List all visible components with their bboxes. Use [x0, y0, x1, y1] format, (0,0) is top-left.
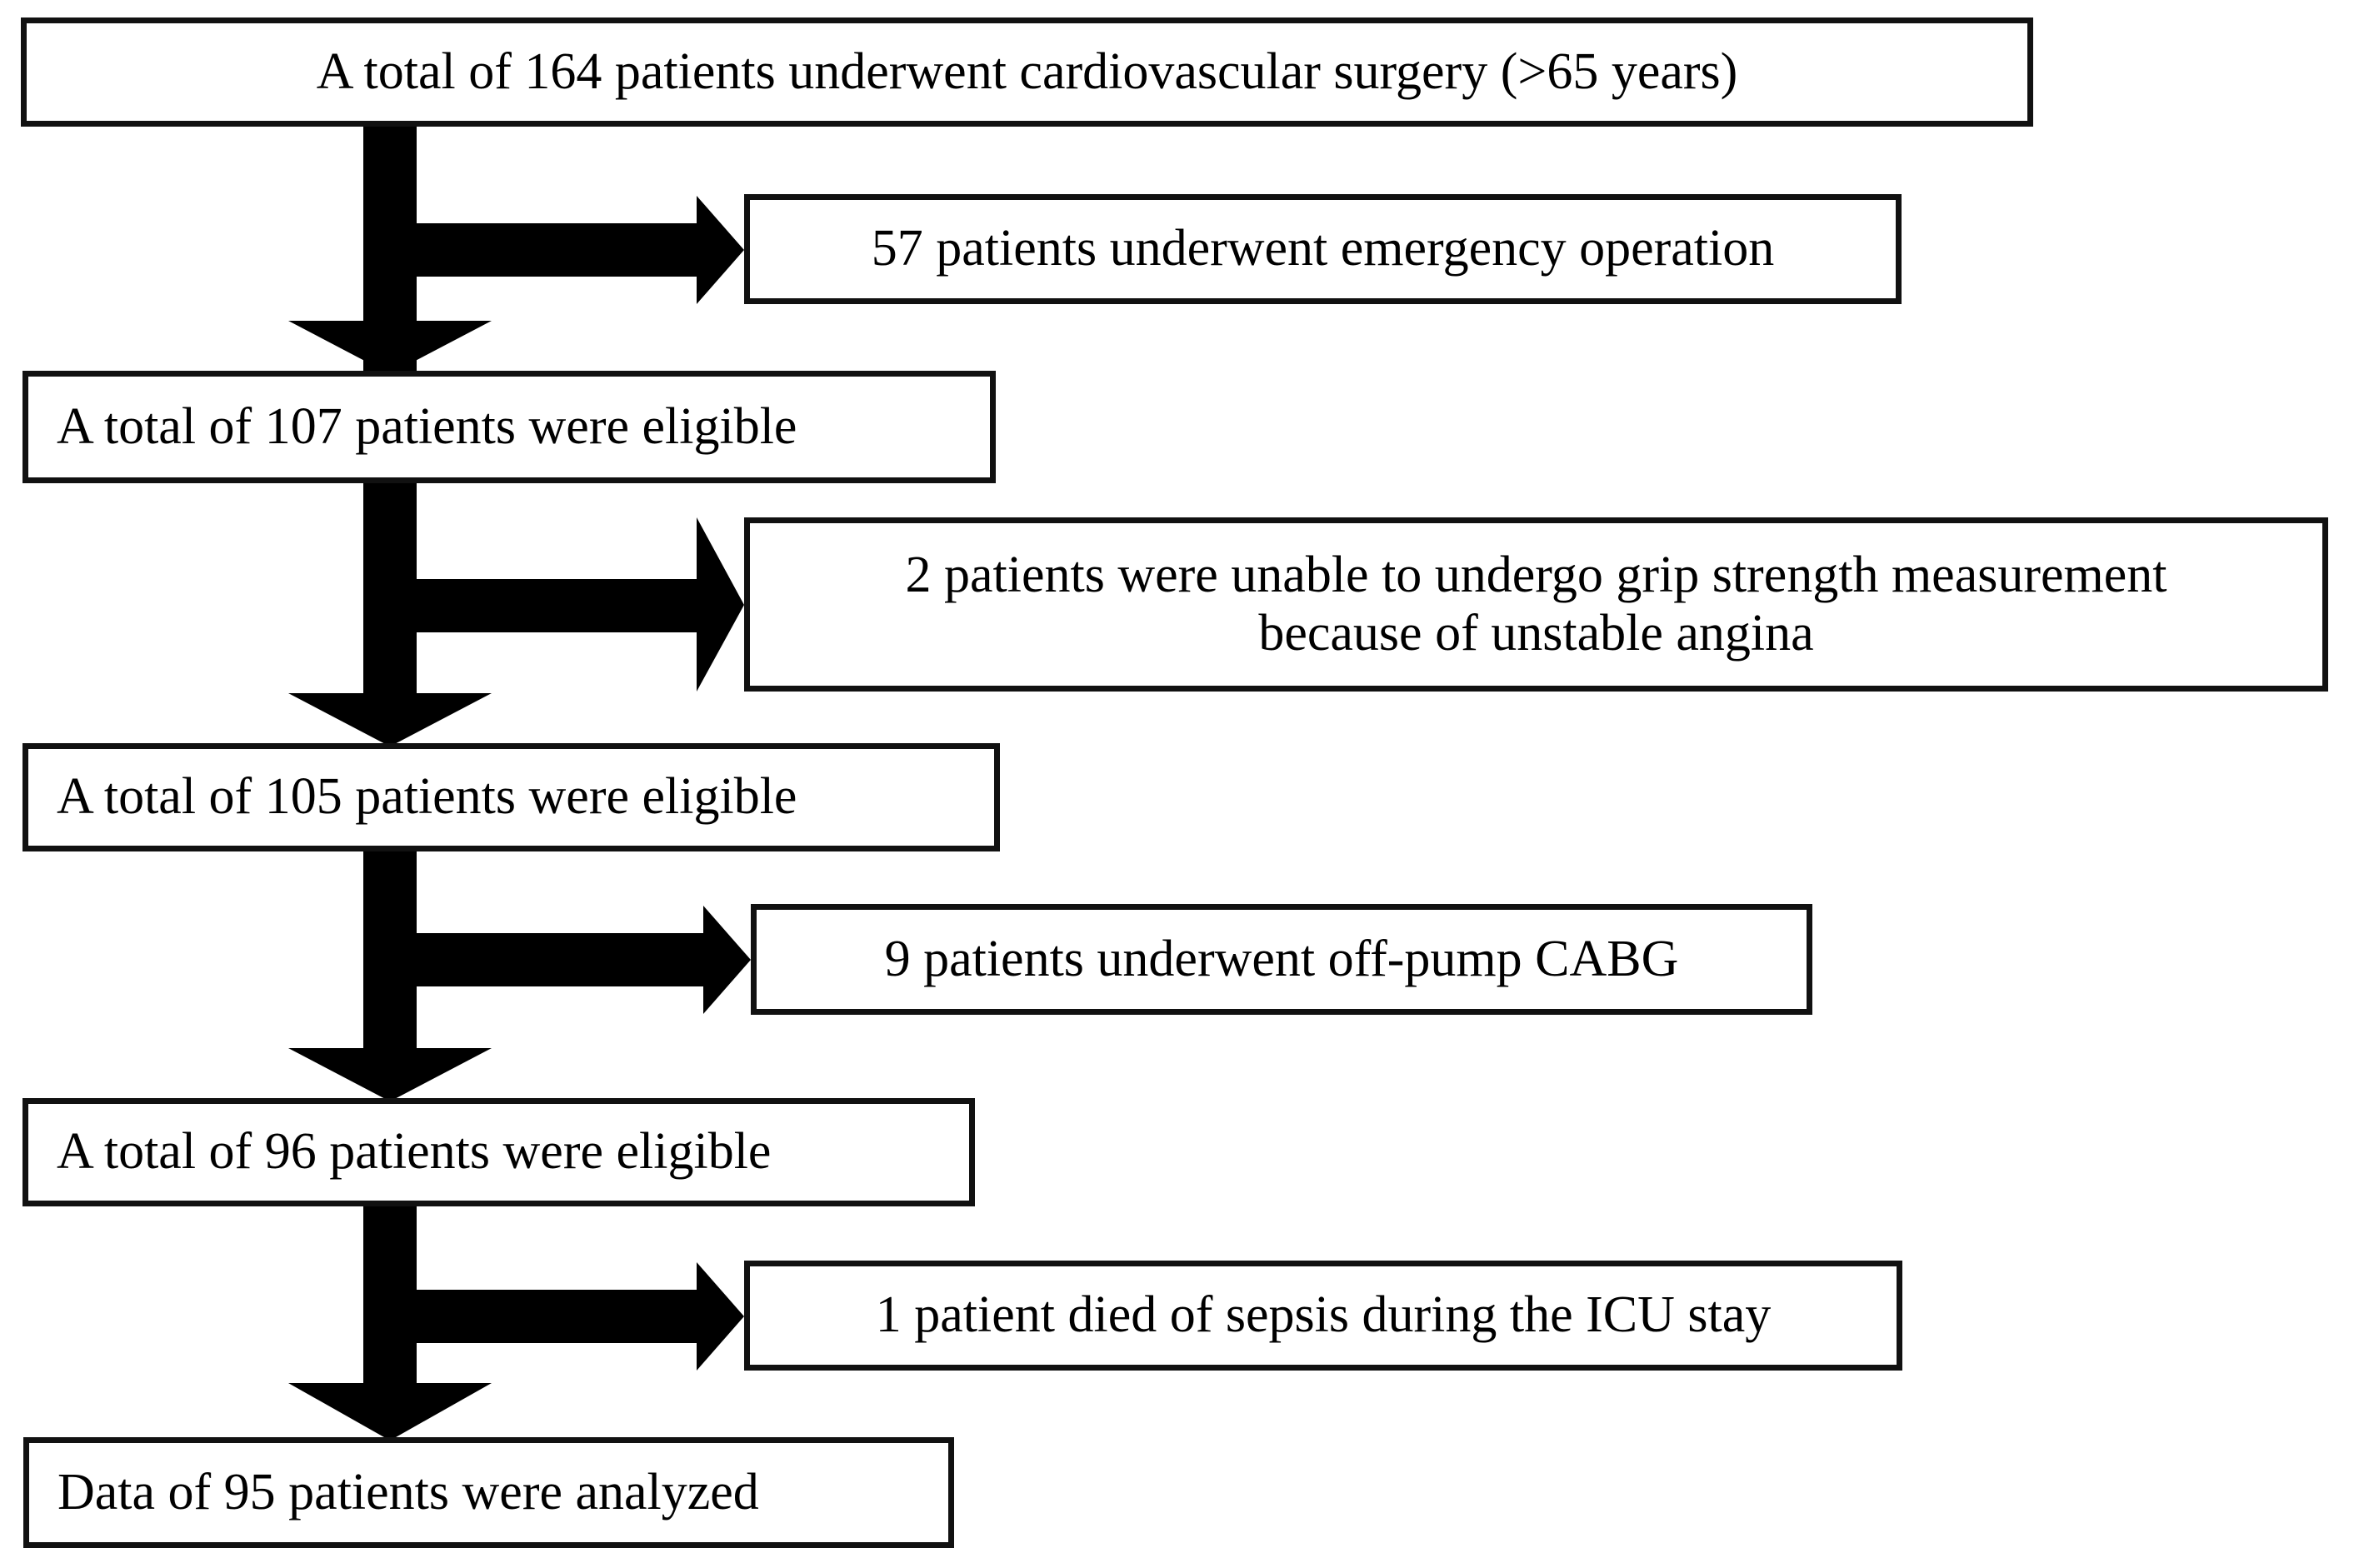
node-exclusion-grip-strength-text: 2 patients were unable to undergo grip s…	[765, 547, 2307, 662]
horizontal-stem-3	[363, 933, 703, 986]
right-arrowhead-3	[703, 906, 751, 1014]
branch-arrow-off-pump	[363, 906, 751, 1014]
node-enrolled-label: A total of 164 patients underwent cardio…	[316, 42, 1738, 100]
node-exclusion-emergency: 57 patients underwent emergency operatio…	[744, 194, 1902, 304]
horizontal-stem-2	[363, 579, 697, 632]
branch-arrow-emergency	[363, 196, 744, 304]
horizontal-stem-4	[363, 1290, 697, 1343]
down-arrowhead-3	[288, 1048, 492, 1101]
right-arrowhead-4	[697, 1262, 744, 1371]
node-exclusion-sepsis: 1 patient died of sepsis during the ICU …	[744, 1261, 1902, 1371]
node-exclusion-off-pump: 9 patients underwent off-pump CABG	[751, 904, 1812, 1015]
node-eligible-96: A total of 96 patients were eligible	[22, 1098, 975, 1206]
node-exclusion-off-pump-label: 9 patients underwent off-pump CABG	[884, 930, 1679, 987]
down-arrowhead-1	[288, 321, 492, 374]
node-eligible-105-label: A total of 105 patients were eligible	[57, 768, 797, 826]
node-analyzed-95: Data of 95 patients were analyzed	[23, 1437, 954, 1548]
branch-arrow-sepsis	[363, 1262, 744, 1371]
node-exclusion-sepsis-label: 1 patient died of sepsis during the ICU …	[875, 1286, 1772, 1344]
node-exclusion-grip-strength: 2 patients were unable to undergo grip s…	[744, 517, 2328, 692]
down-arrowhead-4	[288, 1383, 492, 1441]
node-eligible-96-label: A total of 96 patients were eligible	[57, 1123, 772, 1181]
node-exclusion-grip-strength-line2: because of unstable angina	[1258, 604, 1814, 662]
node-eligible-105: A total of 105 patients were eligible	[22, 743, 1000, 851]
branch-arrow-grip-strength	[363, 517, 744, 692]
right-arrowhead-2	[697, 517, 744, 692]
right-arrowhead-1	[697, 196, 744, 304]
down-arrowhead-2	[288, 693, 492, 747]
node-exclusion-emergency-label: 57 patients underwent emergency operatio…	[871, 220, 1775, 277]
node-analyzed-95-label: Data of 95 patients were analyzed	[57, 1463, 759, 1521]
node-enrolled: A total of 164 patients underwent cardio…	[21, 17, 2033, 127]
horizontal-stem-1	[363, 223, 697, 277]
node-exclusion-grip-strength-line1: 2 patients were unable to undergo grip s…	[905, 547, 2167, 604]
node-eligible-107-label: A total of 107 patients were eligible	[57, 397, 797, 455]
node-eligible-107: A total of 107 patients were eligible	[22, 371, 996, 483]
